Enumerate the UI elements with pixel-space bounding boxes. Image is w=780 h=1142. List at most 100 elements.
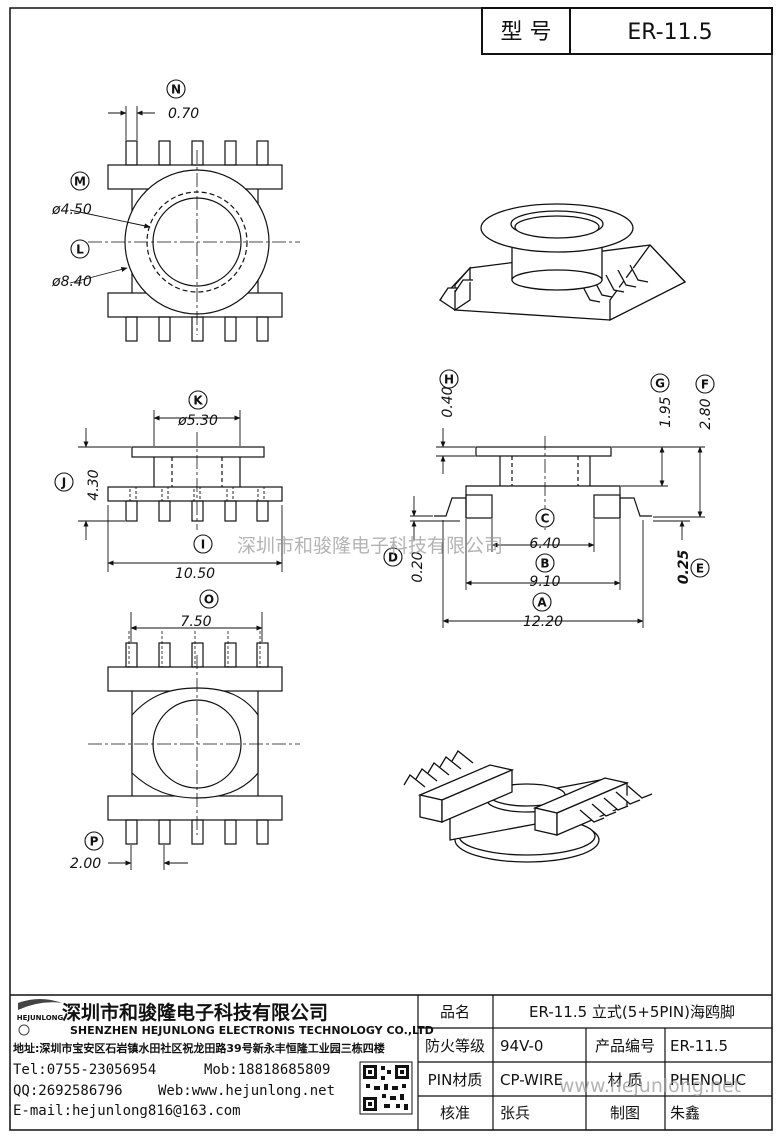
svg-text:B: B	[540, 557, 549, 571]
label-product-name: 品名	[440, 1003, 470, 1021]
side-view	[434, 436, 652, 530]
value-drafter: 朱鑫	[670, 1104, 700, 1122]
svg-text:K: K	[193, 394, 203, 408]
dim-e-value: 0.25	[676, 549, 692, 584]
callout-d: D	[383, 547, 403, 567]
dim-o-value: 7.50	[180, 614, 211, 630]
svg-text:E: E	[696, 562, 704, 576]
company-name-en: SHENZHEN HEJUNLONG ELECTRONIS TECHNOLOGY…	[70, 1024, 434, 1037]
spec-table	[417, 995, 772, 1130]
callout-e: E	[690, 558, 710, 578]
svg-text:HEJUNLONG: HEJUNLONG	[17, 1014, 64, 1022]
value-product-code: ER-11.5	[670, 1037, 728, 1055]
dim-l-value: ø8.40	[51, 274, 92, 290]
model-label: 型 号	[501, 20, 552, 45]
callout-letters: N M L K J I H G F C B A D E O P	[54, 79, 715, 851]
side-view-dimensions	[410, 428, 705, 628]
svg-text:L: L	[76, 243, 84, 257]
isometric-view-bottom	[403, 750, 653, 863]
front-view-dimensions	[78, 410, 283, 572]
label-fire-rating: 防火等级	[425, 1037, 485, 1055]
company-web: Web:www.hejunlong.net	[158, 1083, 335, 1099]
svg-text:I: I	[201, 538, 205, 552]
value-reviewer: 张兵	[500, 1104, 530, 1122]
top-pins-upper	[125, 140, 269, 166]
dim-n-value: 0.70	[168, 106, 199, 122]
svg-text:M: M	[74, 175, 86, 189]
company-qq: QQ:2692586796	[13, 1083, 123, 1099]
callout-g: G	[650, 373, 670, 393]
callout-c: C	[535, 508, 555, 528]
svg-text:G: G	[655, 377, 665, 391]
svg-text:F: F	[701, 378, 709, 392]
top-pins-lower	[125, 316, 269, 342]
isometric-bottom-pins-left	[403, 750, 474, 788]
bottom-pins-lower	[125, 819, 269, 845]
label-pin-material: PIN材质	[428, 1071, 483, 1089]
value-product-name: ER-11.5 立式(5+5PIN)海鸥脚	[529, 1003, 735, 1021]
company-name-cn: 深圳市和骏隆电子科技有限公司	[62, 1001, 328, 1024]
callout-l: L	[70, 239, 90, 259]
callout-a: A	[532, 592, 552, 612]
label-drafter: 制图	[610, 1104, 640, 1122]
callout-n: N	[166, 79, 186, 99]
dim-f-value: 2.80	[698, 398, 714, 429]
svg-text:J: J	[61, 476, 66, 490]
svg-text:D: D	[388, 551, 398, 565]
callout-p: P	[84, 831, 104, 851]
dim-h-value: 0.40	[440, 386, 456, 417]
company-mob: Mob:18818685809	[204, 1062, 330, 1078]
bottom-view	[88, 631, 300, 845]
isometric-view-top	[439, 203, 687, 322]
watermark-website: www.hejunlong.net	[559, 1075, 741, 1097]
label-reviewer: 核准	[440, 1104, 470, 1122]
company-tel: Tel:0755-23056954	[13, 1062, 156, 1078]
dim-m-value: ø4.50	[51, 202, 92, 218]
isometric-pins-left	[439, 279, 473, 301]
svg-text:A: A	[537, 596, 547, 610]
dim-k-value: ø5.30	[177, 413, 218, 429]
sheet-border	[9, 7, 773, 1131]
top-view-dimensions	[69, 106, 155, 284]
svg-text:C: C	[541, 512, 550, 526]
callout-h: H	[439, 369, 459, 389]
svg-text:O: O	[204, 593, 214, 607]
model-value: ER-11.5	[627, 20, 712, 45]
dim-p-value: 2.00	[70, 856, 101, 872]
value-fire-rating: 94V-0	[500, 1037, 543, 1055]
dim-c-value: 6.40	[529, 536, 560, 552]
value-material: PHENOLIC	[670, 1071, 746, 1089]
svg-text:H: H	[444, 373, 454, 387]
svg-text:P: P	[90, 835, 99, 849]
dim-j-value: 4.30	[86, 469, 102, 500]
dim-a-value: 12.20	[523, 614, 563, 630]
label-material: 材 质	[608, 1071, 643, 1089]
callout-k: K	[188, 390, 208, 410]
callout-m: M	[70, 171, 90, 191]
bottom-pins-upper	[125, 642, 269, 668]
dim-i-value: 10.50	[175, 566, 215, 582]
callout-b: B	[535, 553, 555, 573]
callout-j: J	[54, 472, 74, 492]
bottom-view-dimensions	[108, 612, 263, 870]
svg-text:N: N	[171, 83, 181, 97]
value-pin-material: CP-WIRE	[500, 1071, 563, 1089]
company-email: E-mail:hejunlong816@163.com	[13, 1103, 241, 1119]
company-logo: HEJUNLONG	[17, 999, 64, 1036]
dim-g-value: 1.95	[658, 396, 674, 427]
callout-i: I	[193, 534, 213, 554]
model-title-block: 型 号 ER-11.5	[481, 7, 773, 55]
label-product-code: 产品编号	[595, 1037, 655, 1055]
company-address: 地址:深圳市宝安区石岩镇水田社区祝龙田路39号新永丰恒隆工业园三栋四楼	[13, 1041, 385, 1055]
callout-o: O	[199, 589, 219, 609]
isometric-pins-right	[581, 264, 649, 303]
qr-code-icon	[359, 1061, 413, 1115]
callout-f: F	[695, 374, 715, 394]
top-view	[88, 140, 300, 342]
footer-block: HEJUNLONG 深圳市和骏隆电子科技有限公司 SHENZHEN HEJUNL…	[10, 994, 772, 1130]
isometric-bottom-pins-right	[579, 785, 653, 823]
watermark-company: 深圳市和骏隆电子科技有限公司	[237, 535, 503, 557]
dim-b-value: 9.10	[529, 574, 560, 590]
